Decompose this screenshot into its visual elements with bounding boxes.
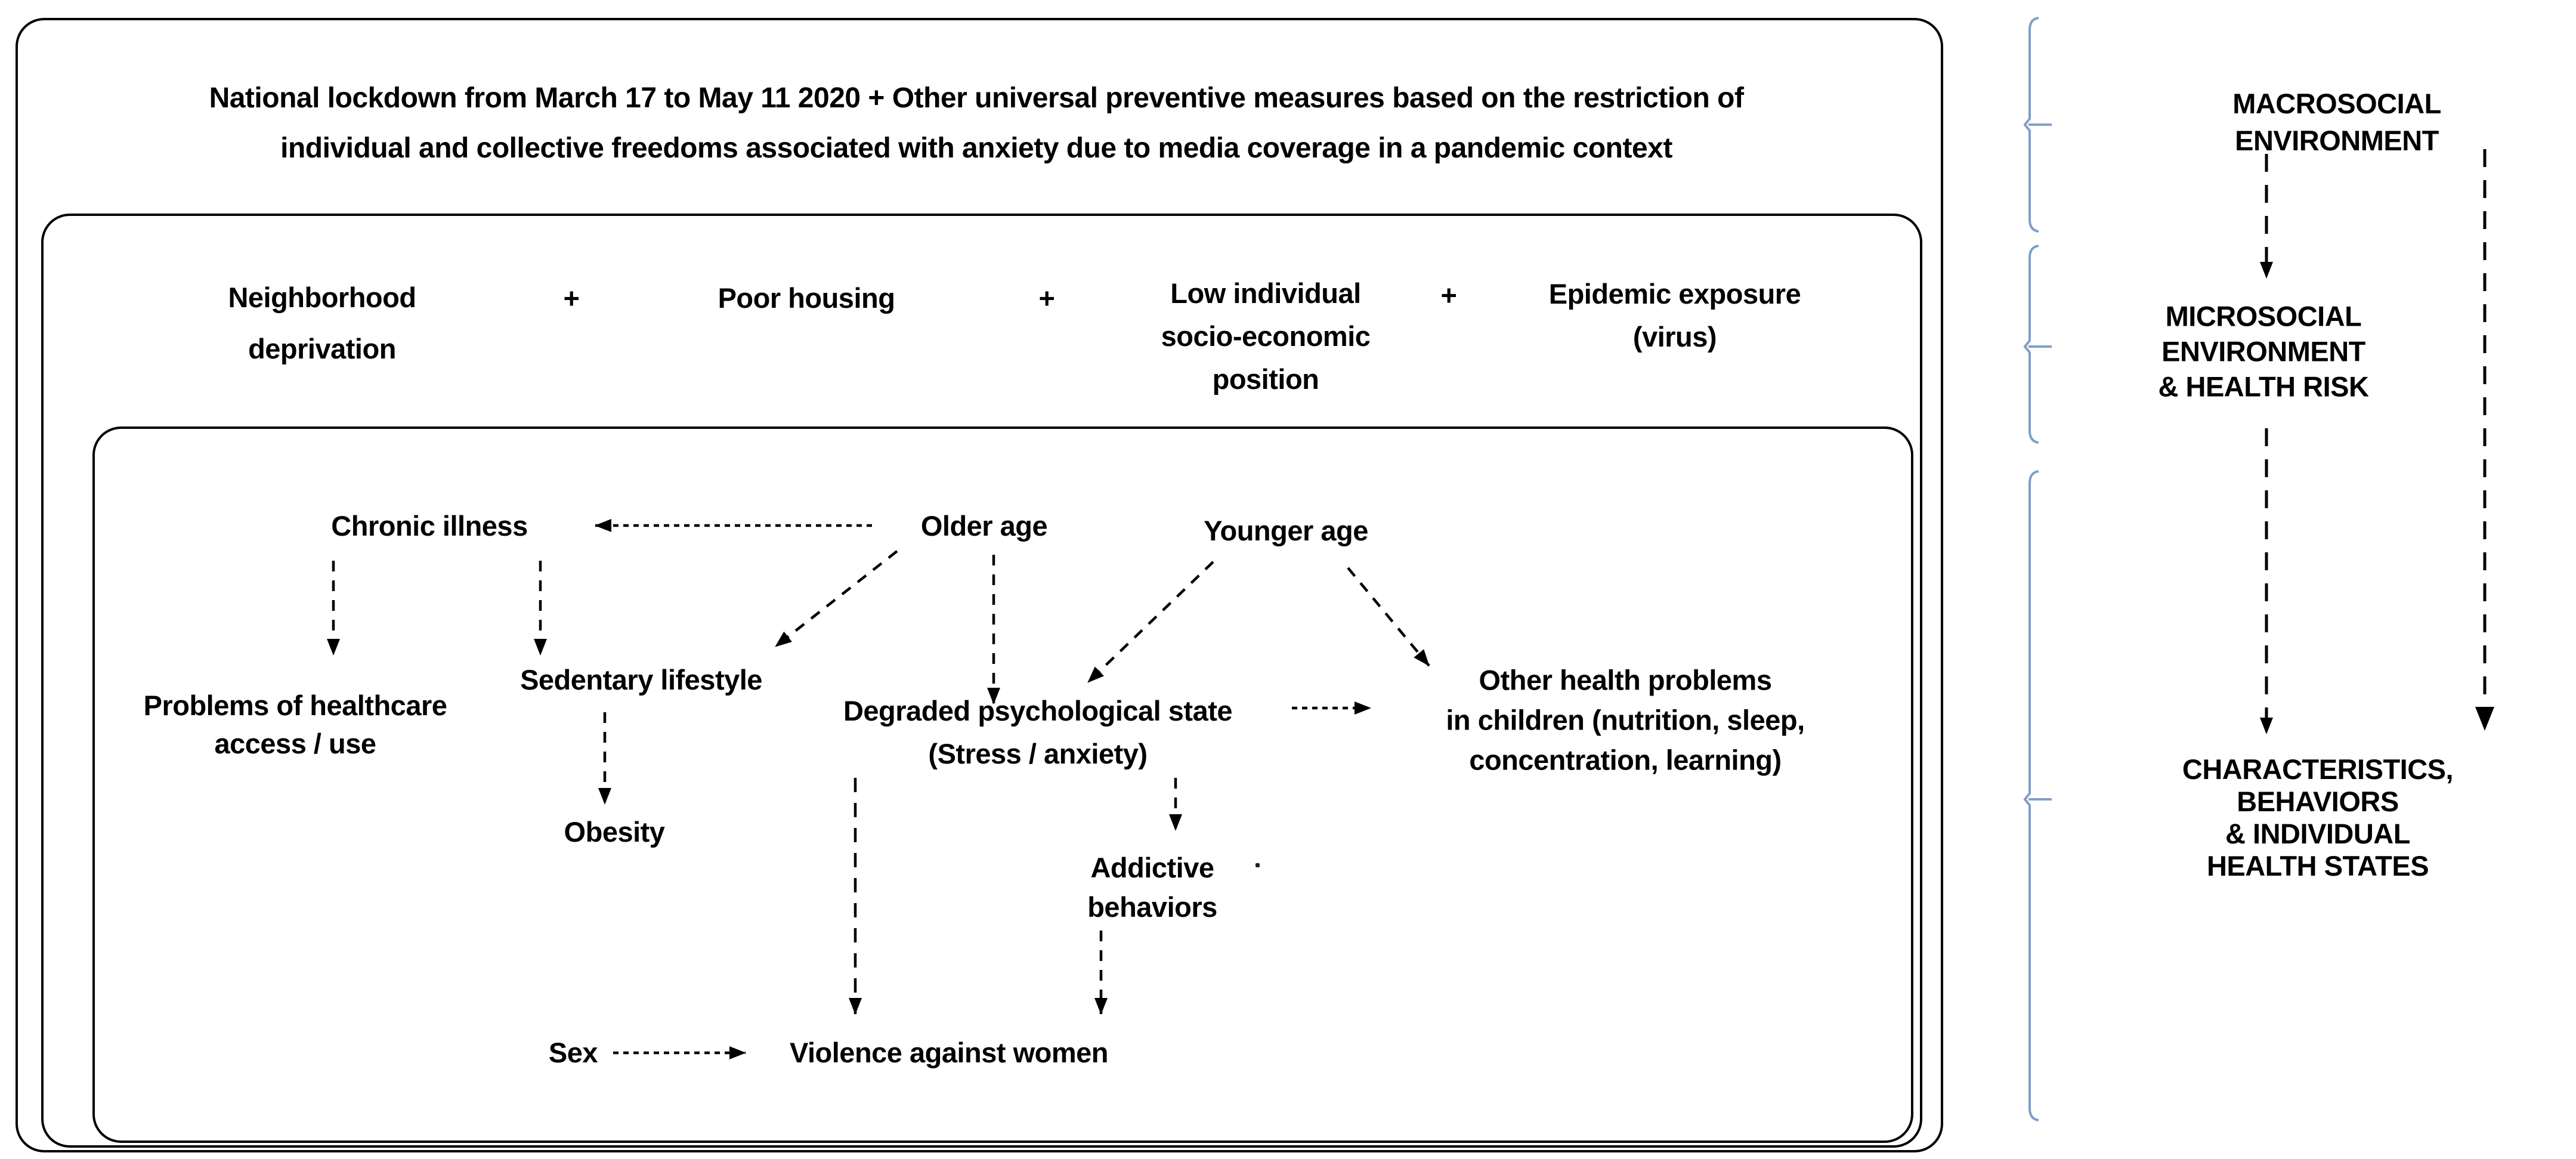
node-younger-age: Younger age	[1204, 515, 1368, 546]
node-child-health-problems: Other health problems in children (nutri…	[1446, 664, 1805, 776]
node-violence-against-women: Violence against women	[789, 1037, 1109, 1068]
arrow-younger-age-to-child-health-problems	[1347, 567, 1430, 667]
factor-low-socioeconomic-position: Low individual socio-economic position	[1161, 277, 1371, 395]
plus-separator-2: +	[1038, 282, 1055, 314]
brace-characteristics	[2023, 470, 2052, 1121]
individual-characteristics-box	[92, 426, 1913, 1143]
brace-microsocial	[2023, 245, 2052, 444]
lockdown-title: National lockdown from March 17 to May 1…	[209, 82, 1744, 164]
label-characteristics-behaviors: CHARACTERISTICS, BEHAVIORS & INDIVIDUAL …	[2182, 753, 2454, 882]
plus-separator-3: +	[1440, 279, 1457, 311]
node-healthcare-access: Problems of healthcare access / use	[143, 690, 447, 759]
label-macrosocial-environment: MACROSOCIAL ENVIRONMENT	[2232, 88, 2441, 156]
label-microsocial-environment: MICROSOCIAL ENVIRONMENT & HEALTH RISK	[2158, 300, 2369, 403]
stray-mark	[1255, 863, 1260, 867]
factor-poor-housing: Poor housing	[718, 282, 895, 314]
node-older-age: Older age	[920, 510, 1048, 542]
microsocial-environment-box	[41, 214, 1922, 1148]
macrosocial-environment-box	[16, 18, 1943, 1152]
node-chronic-illness: Chronic illness	[331, 510, 528, 542]
brace-macrosocial	[2023, 17, 2052, 233]
factor-epidemic-exposure: Epidemic exposure (virus)	[1548, 278, 1801, 353]
node-sex: Sex	[548, 1037, 598, 1068]
factor-neighborhood-deprivation: Neighborhood deprivation	[228, 282, 416, 364]
node-degraded-psych-state: Degraded psychological state (Stress / a…	[843, 695, 1233, 769]
node-obesity: Obesity	[564, 816, 665, 848]
arrow-older-age-to-sedentary-lifestyle	[774, 550, 898, 648]
node-sedentary-lifestyle: Sedentary lifestyle	[520, 664, 762, 696]
arrow-younger-age-to-degraded-psych-state	[1087, 561, 1214, 684]
node-addictive-behaviors: Addictive behaviors	[1087, 852, 1217, 923]
plus-separator-1: +	[563, 282, 580, 314]
